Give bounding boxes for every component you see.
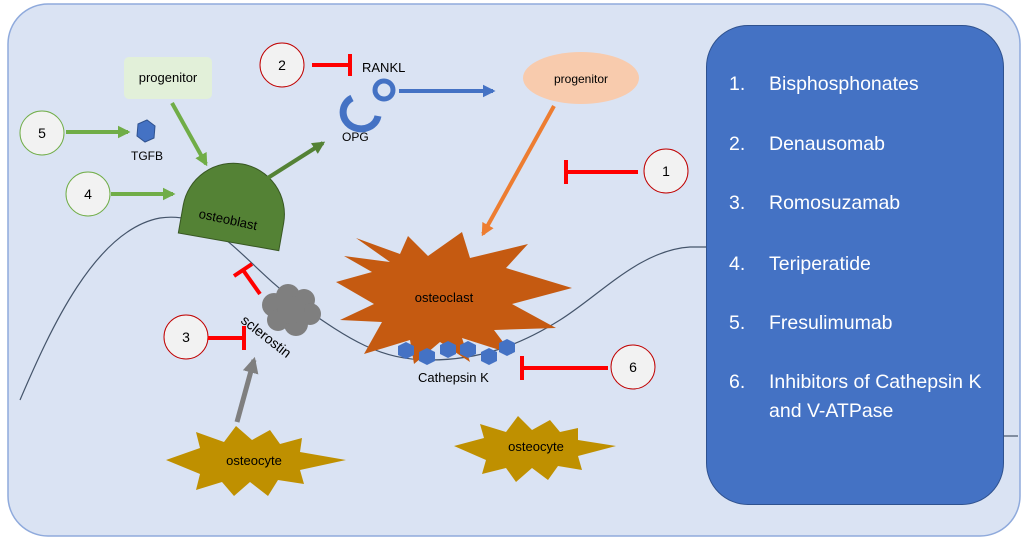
legend-item-text: Inhibitors of Cathepsin K and V-ATPase [769, 371, 982, 422]
inhibit-1-osteoclast-formation [564, 160, 638, 184]
osteocyte-left-cell [166, 426, 346, 496]
legend-item-number: 5. [729, 312, 746, 334]
sclerostin-cloud [262, 284, 321, 336]
marker-6: 6 [610, 344, 656, 390]
inhibit-sclerostin-osteoblast [241, 268, 262, 296]
legend-item-text: Fresulimumab [769, 312, 893, 334]
legend-item-number: 1. [729, 73, 746, 95]
bone-surface-curve [19, 216, 706, 401]
progenitor-right-label: progenitor [554, 72, 608, 86]
arrow-progenitor-to-osteoblast [170, 102, 208, 167]
svg-text:5: 5 [38, 125, 46, 141]
legend-item-number: 4. [729, 253, 746, 275]
legend-item-number: 2. [729, 133, 746, 155]
rankl-ring [372, 78, 396, 102]
marker-4: 4 [65, 171, 111, 217]
rankl-label: RANKL [362, 60, 405, 75]
svg-text:6: 6 [629, 359, 637, 375]
legend-item-text: Denausomab [769, 133, 885, 155]
progenitor-right-cell [523, 52, 639, 104]
osteocyte-left-label: osteocyte [226, 453, 282, 468]
cathepsin-k-label: Cathepsin K [418, 370, 489, 385]
marker-5: 5 [19, 110, 65, 156]
legend-item-text: Teriperatide [769, 253, 871, 275]
marker-3: 3 [163, 314, 209, 360]
legend-item-text: Bisphosphonates [769, 73, 919, 95]
tgfb-hexagon [136, 119, 156, 143]
arrow-osteocyte-to-sclerostin [234, 356, 259, 423]
progenitor-left-label: progenitor [139, 70, 198, 85]
cathepsin-hexagon [419, 348, 435, 365]
inhibit-6-cathepsin [520, 356, 608, 380]
inhibit-3-sclerostin [208, 326, 246, 350]
legend-item-number: 6. [729, 371, 746, 393]
svg-text:1: 1 [662, 163, 670, 179]
osteoblast-cell [177, 162, 285, 252]
legend-item-text: Romosuzamab [769, 192, 901, 214]
opg-label: OPG [342, 130, 369, 144]
arrow-progenitor-to-osteoclast [481, 105, 556, 237]
drug-legend-panel: 1. Bisphosphonates 2. Denausomab 3. Romo… [706, 25, 1004, 505]
cathepsin-hexagon [460, 341, 476, 358]
progenitor-left-box [124, 57, 212, 99]
osteoclast-cell [336, 232, 572, 364]
osteocyte-right-label: osteocyte [508, 439, 564, 454]
cathepsin-hexagon [499, 339, 515, 356]
marker-2: 2 [259, 42, 305, 88]
osteocyte-right-cell [454, 416, 616, 482]
osteoclast-label: osteoclast [415, 290, 474, 305]
inhibit-bar-sclerostin-osteoblast [232, 262, 254, 278]
tgfb-label: TGFB [131, 149, 163, 163]
cathepsin-hexagon [398, 342, 414, 359]
svg-text:3: 3 [182, 329, 190, 345]
cathepsin-hexagon [481, 348, 497, 365]
svg-text:2: 2 [278, 57, 286, 73]
cathepsin-hexagon [440, 341, 456, 358]
inhibit-2-rankl [312, 54, 352, 76]
legend-item-number: 3. [729, 192, 746, 214]
marker-1: 1 [643, 148, 689, 194]
opg-crescent [339, 94, 382, 133]
svg-text:4: 4 [84, 186, 92, 202]
arrow-osteoblast-to-rankl [261, 141, 326, 183]
